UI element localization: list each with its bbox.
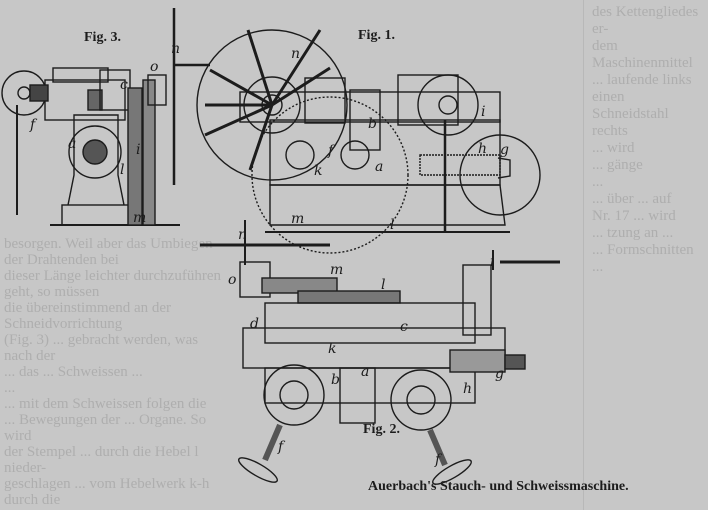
- bleed-line: ... Formschnitten ...: [592, 242, 694, 275]
- fig2-part-label: d: [250, 316, 259, 332]
- bleed-line: ... mit dem Schweissen folgen die: [4, 396, 207, 412]
- fig1-part-label: f: [328, 143, 334, 159]
- fig1-part-label: l: [390, 217, 395, 233]
- fig2-part-label: l: [381, 277, 386, 293]
- fig3-part-label: a: [68, 136, 77, 152]
- fig2-part-label: b: [331, 372, 340, 388]
- bleed-line: ... Bewegungen der ... Organe. So wird: [4, 412, 207, 444]
- fig2-part-label: m: [330, 262, 344, 278]
- figure-caption: Auerbach's Stauch- und Schweissmaschine.: [368, 479, 629, 494]
- bleed-line: ... über ... auf: [592, 191, 672, 207]
- bleed-line: besorgen. Weil aber das Umbiegen der Dra…: [4, 236, 213, 268]
- fig3-part-label: i: [136, 142, 141, 158]
- fig2-part-label: f: [278, 439, 284, 455]
- column-rule: [583, 0, 584, 510]
- fig1-part-label: a: [375, 159, 384, 175]
- bleed-line: Schneidstahl rechts: [592, 106, 669, 139]
- bleed-line: ... wird: [592, 140, 635, 156]
- bleed-line: geschlagen ... vom Hebelwerk k-h durch d…: [4, 476, 210, 508]
- bleed-line: die übereinstimmend an der Schneidvorric…: [4, 300, 172, 332]
- fig1-part-label: b: [368, 116, 377, 132]
- fig1-title: Fig. 1.: [358, 28, 395, 43]
- bleed-line: ...: [592, 174, 604, 190]
- fig2-drawing: [200, 220, 560, 485]
- bleed-column-2: des Kettengliedes er-dem Maschinenmittel…: [592, 4, 706, 276]
- bleed-line: ...: [4, 380, 16, 396]
- fig2-part-label: g: [495, 366, 504, 382]
- fig3-part-label: n: [171, 41, 181, 57]
- bleed-line: Nr. 17 ... wird: [592, 208, 676, 224]
- bleed-line: ... das ... Schweissen ...: [4, 364, 143, 380]
- fig2-part-label: h: [463, 381, 473, 397]
- fig2-part-label: o: [228, 272, 237, 288]
- bleed-line: ... tzung an ...: [592, 225, 674, 241]
- fig3-part-label: l: [120, 162, 125, 178]
- fig1-part-label: i: [481, 104, 486, 120]
- fig2-part-label: n: [238, 227, 248, 243]
- fig3-part-label: f: [30, 117, 36, 133]
- fig2-part-label: c: [400, 319, 408, 335]
- bleed-column-1: besorgen. Weil aber das Umbiegen der Dra…: [4, 236, 222, 508]
- fig2-part-label: f: [435, 452, 441, 468]
- fig1-part-label: k: [314, 163, 323, 179]
- fig2-part-label: i: [490, 254, 495, 270]
- bleed-line: ... gänge: [592, 157, 643, 173]
- fig1-drawing: [196, 29, 541, 254]
- fig1-part-label: m: [291, 211, 305, 227]
- fig3-drawing: [1, 8, 210, 226]
- bleed-line: des Kettengliedes er-: [592, 4, 699, 37]
- fig2-title: Fig. 2.: [363, 422, 400, 437]
- fig1-part-label: g: [500, 142, 509, 158]
- bleed-line: der Stempel ... durch die Hebel l nieder…: [4, 444, 199, 476]
- fig3-part-label: c: [120, 77, 128, 93]
- fig1-part-label: n: [291, 46, 301, 62]
- fig3-part-label: m: [133, 210, 147, 226]
- fig3-title: Fig. 3.: [84, 30, 121, 45]
- fig3-part-label: o: [150, 59, 159, 75]
- bleed-line: (Fig. 3) ... gebracht werden, was nach d…: [4, 332, 199, 364]
- bleed-line: dem Maschinenmittel: [592, 38, 693, 71]
- fig2-part-label: k: [328, 341, 337, 357]
- bleed-line: dieser Länge leichter durchzuführen geht…: [4, 268, 221, 300]
- fig1-part-label: h: [478, 141, 488, 157]
- bleed-line: ... laufende links einen: [592, 72, 692, 105]
- fig2-part-label: a: [361, 364, 370, 380]
